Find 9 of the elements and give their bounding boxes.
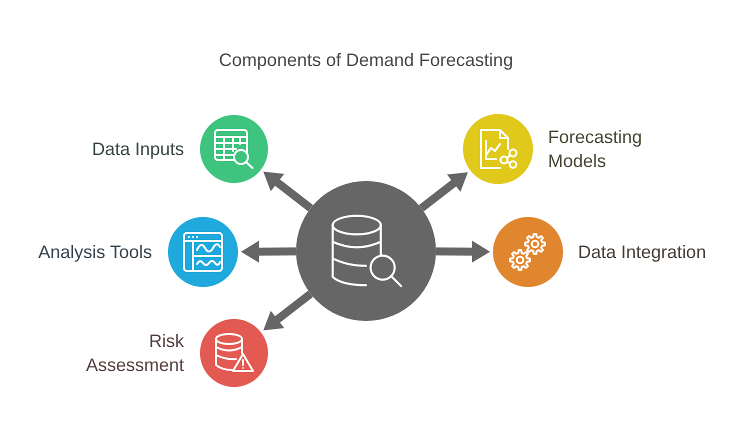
diagram-title: Components of Demand Forecasting	[218, 49, 514, 71]
category-label: Risk Assessment	[84, 330, 184, 377]
arrow	[240, 240, 296, 263]
category-label: Forecasting Models	[548, 126, 644, 173]
arrow	[418, 169, 470, 212]
category-label: Data Inputs	[92, 138, 184, 161]
arrow	[436, 240, 490, 263]
category-label: Analysis Tools	[38, 241, 152, 264]
category-label: Data Integration	[578, 241, 706, 264]
